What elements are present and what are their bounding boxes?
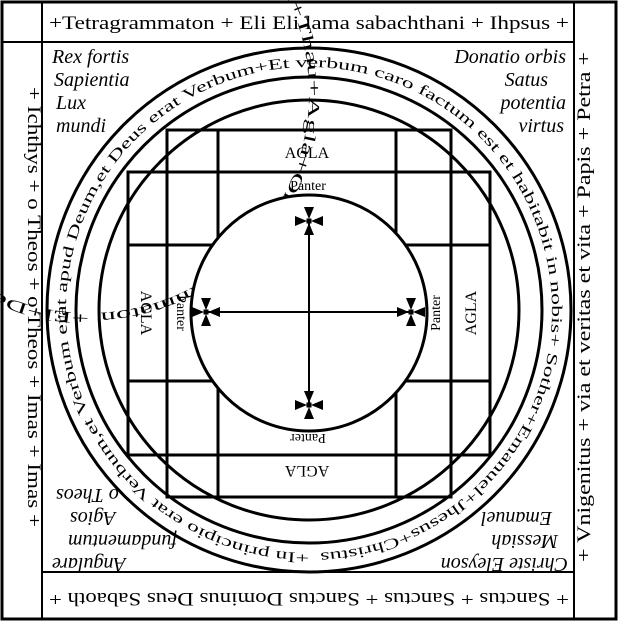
corner-text: Messiah	[491, 530, 559, 552]
ring-outer-edge	[45, 46, 573, 574]
corner-top-left: Rex fortis Sapientia Lux mundi	[51, 46, 130, 137]
panter-bottom: Panter	[290, 430, 326, 445]
corner-text: o Theos	[56, 484, 119, 506]
corner-bottom-right: Christe Eleyson Messiah Emanuel	[441, 507, 568, 575]
border-top-text: +Tetragrammaton + Eli Eli lama sabachtha…	[49, 13, 569, 34]
corner-text: Angulare	[52, 553, 128, 575]
agla-right: AGLA	[463, 290, 480, 335]
corner-bottom-left: Angulare fundamentum Agios o Theos	[52, 484, 177, 575]
border-right-text: + Vnigenitus + via et veritas et vita + …	[574, 52, 595, 562]
corner-text: Sapientia	[54, 69, 130, 91]
ring-inner-edge	[97, 98, 521, 522]
panter-left: Panter	[173, 295, 188, 331]
agla-bottom: AGLA	[284, 462, 329, 479]
border-left-text: + Ichthys + o Theos + o Theos + Imas + I…	[23, 87, 44, 527]
corner-text: virtus	[518, 115, 564, 137]
agla-top: AGLA	[285, 145, 330, 162]
corner-text: Lux	[55, 92, 86, 114]
corner-text: potentia	[498, 92, 566, 114]
panter-top: Panter	[290, 179, 326, 194]
agla-left: AGLA	[137, 291, 154, 336]
corner-text: Emanuel	[480, 507, 553, 529]
ring-middle-edge	[74, 75, 544, 545]
corner-top-right: Donatio orbis Satus potentia virtus	[453, 46, 566, 137]
corner-text: mundi	[56, 115, 106, 137]
corner-text: Donatio orbis	[453, 46, 566, 68]
corner-text: Christe Eleyson	[441, 553, 568, 575]
corner-text: Rex fortis	[51, 46, 129, 68]
panter-right: Panter	[429, 295, 444, 331]
corner-text: Agios	[70, 507, 118, 529]
border-bottom-text: + Sanctus + Sanctus + Sanctus Dominus De…	[49, 588, 569, 609]
corner-text: Satus	[505, 69, 549, 91]
corner-text: fundamentum	[68, 530, 177, 552]
